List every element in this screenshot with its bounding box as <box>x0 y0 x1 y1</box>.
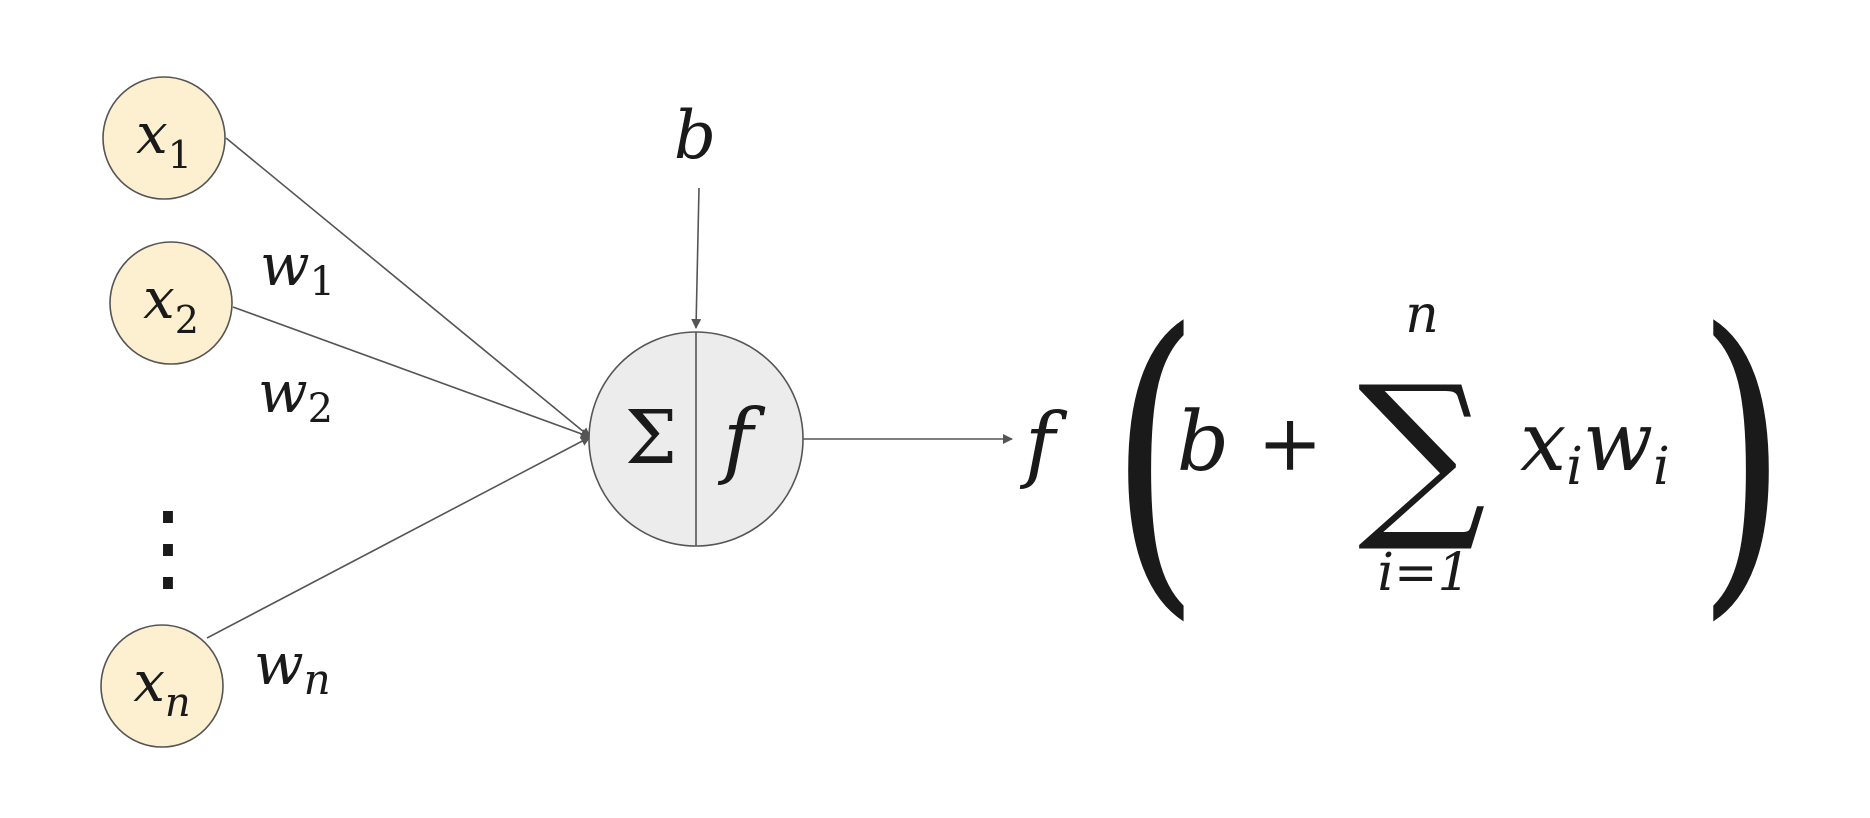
term-w: w <box>1583 395 1653 490</box>
input-label: x <box>143 267 175 332</box>
edge-x1 <box>225 137 591 438</box>
edge-xn <box>206 436 591 639</box>
input-subscript: n <box>165 680 191 726</box>
svg-text:xn: xn <box>133 650 190 726</box>
bias-arrow <box>691 187 702 329</box>
input-node-x1: x1 <box>102 76 226 200</box>
term-x-subscript: i <box>1566 437 1583 497</box>
input-subscript: 1 <box>168 133 192 177</box>
term-w-subscript: i <box>1653 437 1670 497</box>
weight-subscript: n <box>304 655 331 704</box>
output-formula: f ( b + n ∑ i=1 xiwi ) <box>1019 265 1787 648</box>
bias-label: b <box>674 97 716 174</box>
weight-base: w <box>260 231 310 299</box>
input-label: x <box>133 650 165 715</box>
sum-term: xiwi <box>1520 395 1670 497</box>
weight-label-w1: w1 <box>260 231 335 305</box>
sum-symbol: Σ <box>625 395 677 481</box>
big-sum-symbol: ∑ <box>1358 348 1487 557</box>
weight-label-wn: wn <box>254 630 331 704</box>
term-x: x <box>1520 395 1566 490</box>
formula-bias: b <box>1177 395 1230 490</box>
svg-text:x1: x1 <box>136 102 192 177</box>
input-subscript: 2 <box>175 298 199 342</box>
ellipsis: ⋮ <box>120 491 216 603</box>
input-node-xn: xn <box>100 624 224 748</box>
input-node-x2: x2 <box>109 241 233 365</box>
plus-sign: + <box>1257 399 1322 489</box>
edge-x2 <box>232 306 591 439</box>
open-paren: ( <box>1110 265 1200 648</box>
svg-text:x2: x2 <box>143 267 199 342</box>
input-label: x <box>136 102 168 167</box>
input-node-circle <box>109 241 233 365</box>
weight-subscript: 2 <box>308 386 333 432</box>
input-node-circle <box>100 624 224 748</box>
weight-subscript: 1 <box>310 259 335 305</box>
sum-lower-limit: i=1 <box>1377 543 1470 603</box>
input-node-circle <box>102 76 226 200</box>
weight-base: w <box>254 630 304 698</box>
neuron-node: Σ f <box>588 331 804 547</box>
output-function: f <box>1019 397 1068 492</box>
close-paren: ) <box>1697 265 1787 648</box>
sum-upper-limit: n <box>1405 285 1439 345</box>
weight-base: w <box>258 358 308 426</box>
weight-label-w2: w2 <box>258 358 333 432</box>
